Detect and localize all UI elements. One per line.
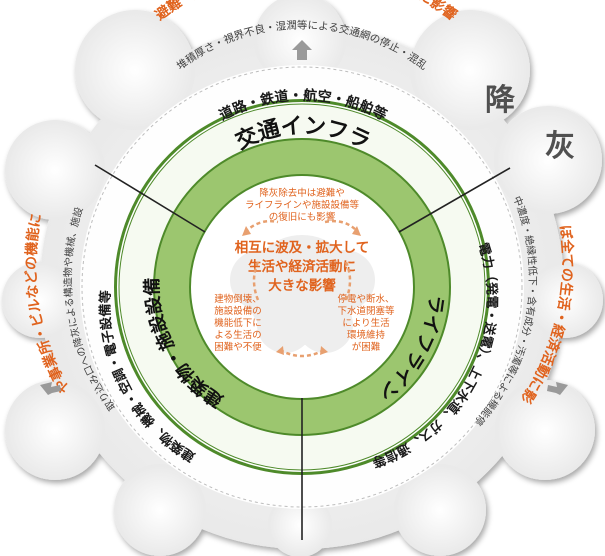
center-cloud — [230, 235, 375, 353]
inner-note-left-line: よる生活の — [214, 329, 261, 341]
left-arrow-icon — [40, 382, 61, 395]
inner-note-right-line: 環境維持 — [347, 329, 386, 341]
inner-note-right-line: が困難 — [352, 341, 381, 353]
ashfall-label-1: 降 — [485, 83, 516, 118]
inner-note-top-line: 降灰除去中は避難や — [259, 187, 345, 199]
inner-note-left-line: 建物倒壊、 — [214, 293, 262, 305]
center-message-line: 生活や経済活動に — [248, 258, 356, 275]
inner-note-right-line: 下水道閉塞等 — [337, 305, 395, 317]
inner-note-left-line: 困難や不便 — [214, 341, 262, 353]
center-message-line: 相互に波及・拡大して — [235, 239, 370, 256]
inner-note-top-line: の復旧にも影響 — [269, 211, 336, 223]
arrowhead-icons — [242, 226, 361, 355]
center-message-line: 大きな影響 — [268, 277, 336, 294]
center-message: 相互に波及・拡大して 生活や経済活動に 大きな影響 — [235, 239, 370, 294]
inner-note-right: 停電や断水、 下水道閉塞等 により生活 環境維持 が困難 — [337, 293, 395, 353]
inner-note-top-line: ライフラインや施設設備等 — [245, 199, 360, 211]
up-arrow-icon — [292, 40, 312, 60]
inner-note-right-line: により生活 — [342, 317, 390, 329]
middle-band-border — [81, 66, 523, 508]
inner-note-right-line: 停電や断水、 — [337, 293, 394, 305]
inner-note-top: 降灰除去中は避難や ライフラインや施設設備等 の復旧にも影響 — [245, 187, 360, 223]
sector-dividers — [94, 164, 511, 540]
inner-note-left-line: 施設設備の — [214, 305, 262, 317]
right-arrow-icon — [547, 382, 568, 395]
ashfall-label-2: 灰 — [545, 129, 575, 164]
inner-note-left: 建物倒壊、 施設設備の 機能低下に よる生活の 困難や不便 — [214, 293, 262, 353]
inner-note-left-line: 機能低下に — [214, 317, 262, 329]
